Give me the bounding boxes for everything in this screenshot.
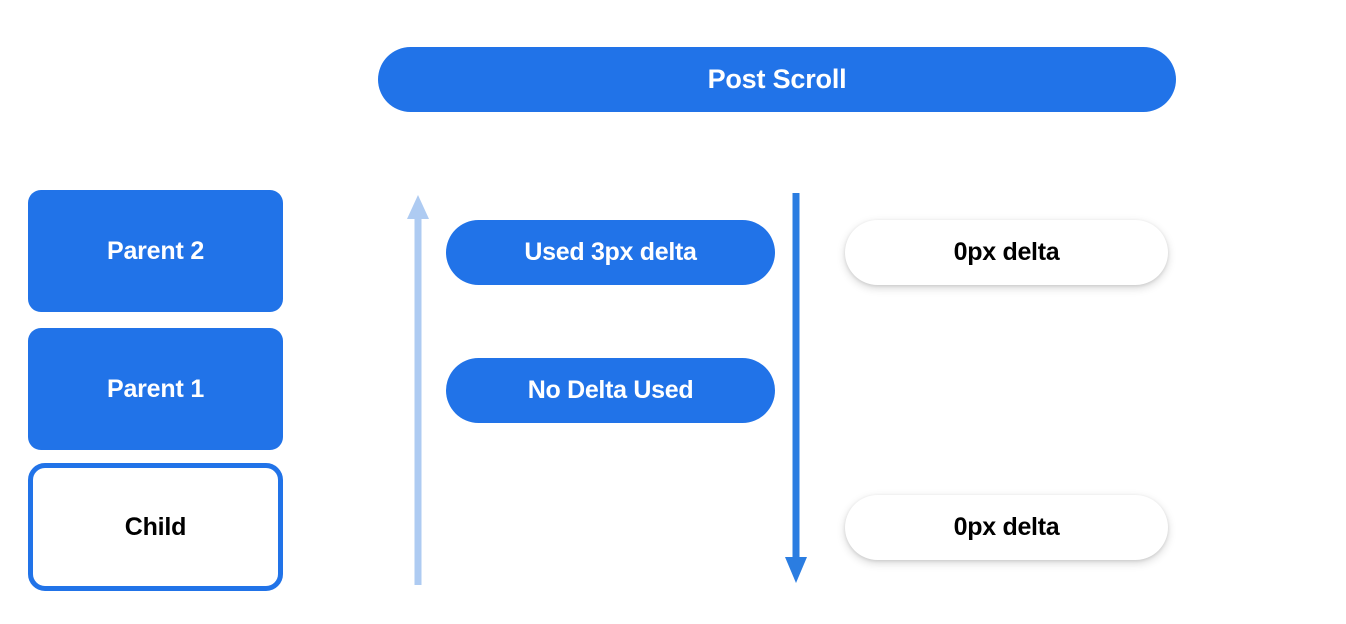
stack-spacer xyxy=(28,450,283,463)
node-stack: Parent 2 Parent 1 Child xyxy=(28,190,283,591)
pill-zero-delta-bottom-label: 0px delta xyxy=(953,513,1060,541)
node-child[interactable]: Child xyxy=(28,463,283,591)
node-parent-1[interactable]: Parent 1 xyxy=(28,328,283,450)
node-child-label: Child xyxy=(124,512,187,541)
pill-zero-delta-top-label: 0px delta xyxy=(953,238,1060,266)
scroll-down-arrow xyxy=(783,193,809,590)
node-parent-1-label: Parent 1 xyxy=(106,374,205,403)
stack-spacer xyxy=(28,312,283,328)
pill-no-delta-used[interactable]: No Delta Used xyxy=(446,358,775,423)
pill-zero-delta-bottom[interactable]: 0px delta xyxy=(845,495,1168,560)
pill-used-3px-delta-label: Used 3px delta xyxy=(524,238,697,266)
pill-used-3px-delta[interactable]: Used 3px delta xyxy=(446,220,775,285)
node-parent-2[interactable]: Parent 2 xyxy=(28,190,283,312)
post-scroll-header: Post Scroll xyxy=(378,47,1176,112)
pill-no-delta-used-label: No Delta Used xyxy=(527,376,694,404)
node-parent-2-label: Parent 2 xyxy=(106,236,205,265)
scroll-up-arrow xyxy=(406,193,430,590)
header-title: Post Scroll xyxy=(707,64,847,94)
pill-zero-delta-top[interactable]: 0px delta xyxy=(845,220,1168,285)
